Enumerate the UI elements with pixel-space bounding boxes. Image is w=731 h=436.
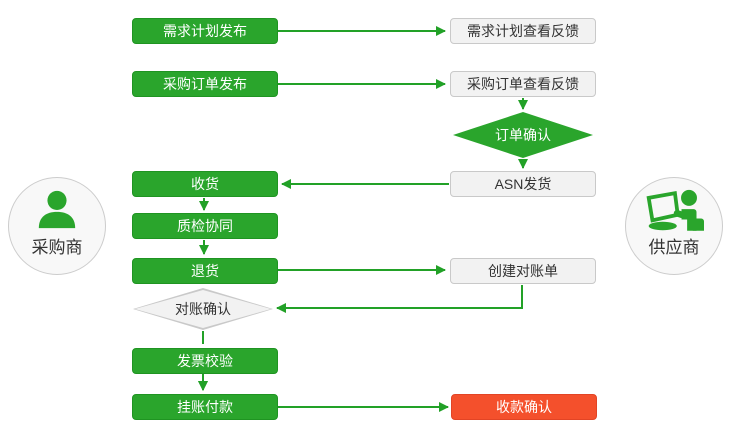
decision-reconciliation-confirm: 对账确认 <box>133 288 273 330</box>
person-laptop-icon <box>626 188 722 234</box>
node-purchase-order-view-feedback: 采购订单查看反馈 <box>450 71 596 97</box>
node-demand-plan-publish: 需求计划发布 <box>132 18 278 44</box>
node-demand-plan-view-feedback: 需求计划查看反馈 <box>450 18 596 44</box>
node-invoice-verification: 发票校验 <box>132 348 278 374</box>
buyer-label: 采购商 <box>31 238 83 257</box>
node-goods-return: 退货 <box>132 258 278 284</box>
supplier-label: 供应商 <box>648 238 700 257</box>
decision-order-confirm: 订单确认 <box>453 112 593 158</box>
node-create-statement: 创建对账单 <box>450 258 596 284</box>
node-quality-collaboration: 质检协同 <box>132 213 278 239</box>
buyer-actor: 采购商 <box>8 177 106 275</box>
node-asn-shipment: ASN发货 <box>450 171 596 197</box>
supplier-actor: 供应商 <box>625 177 723 275</box>
node-goods-receipt: 收货 <box>132 171 278 197</box>
node-purchase-order-publish: 采购订单发布 <box>132 71 278 97</box>
person-icon <box>9 188 105 232</box>
node-accrued-payment: 挂账付款 <box>132 394 278 420</box>
decision-reconciliation-confirm-label: 对账确认 <box>135 290 271 328</box>
node-receipt-confirm: 收款确认 <box>451 394 597 420</box>
